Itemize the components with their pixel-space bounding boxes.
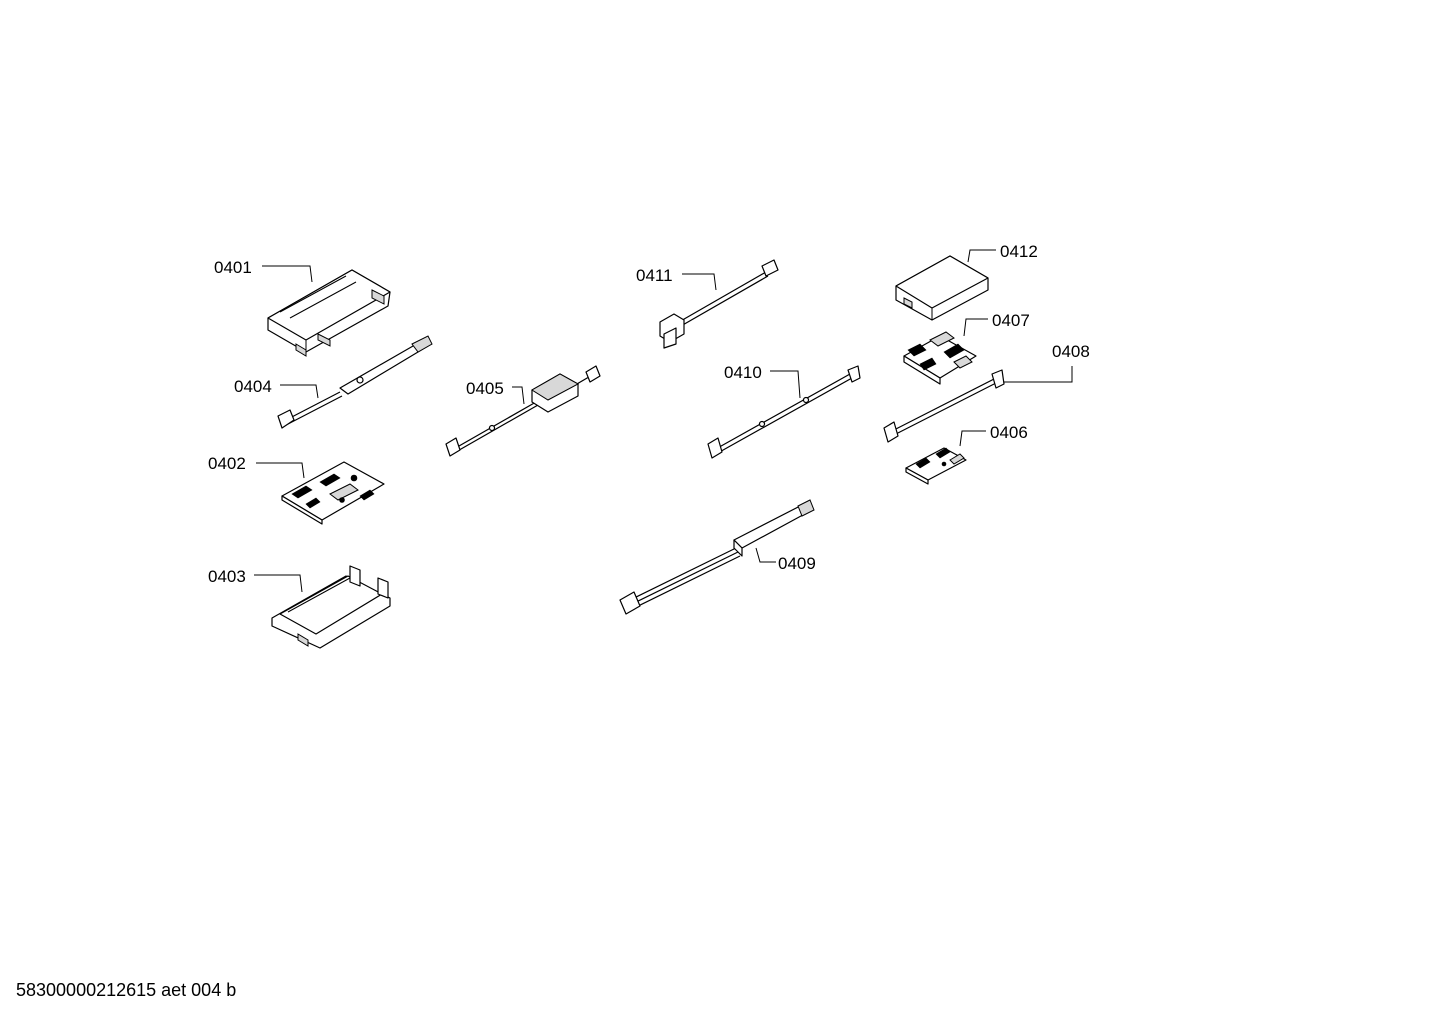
part-0401[interactable]: 0401 (214, 258, 391, 357)
label-0409: 0409 (778, 554, 816, 573)
part-0409-drawing (619, 499, 815, 615)
part-0412[interactable]: 0412 (895, 242, 1038, 321)
leader-0409 (755, 547, 776, 563)
part-0403-drawing (271, 565, 391, 649)
label-0412: 0412 (1000, 242, 1038, 261)
part-0405[interactable]: 0405 (445, 365, 601, 457)
part-0411[interactable]: 0411 (636, 259, 779, 349)
label-0407: 0407 (992, 311, 1030, 330)
leader-0411 (682, 273, 717, 291)
leader-0408 (1002, 366, 1073, 383)
leader-0406 (959, 430, 986, 447)
leader-0410 (770, 370, 801, 399)
label-0402: 0402 (208, 454, 246, 473)
part-0403[interactable]: 0403 (208, 565, 391, 649)
leader-0403 (254, 574, 303, 593)
part-0405-drawing (445, 365, 601, 457)
part-0407[interactable]: 0407 (903, 311, 1030, 385)
part-0401-drawing (267, 269, 391, 357)
leader-0402 (256, 462, 305, 479)
label-0410: 0410 (724, 363, 762, 382)
part-0404[interactable]: 0404 (234, 335, 433, 429)
part-0410[interactable]: 0410 (707, 363, 861, 459)
drawing-reference-number: 58300000212615 aet 004 b (16, 980, 237, 1000)
label-0403: 0403 (208, 567, 246, 586)
label-0406: 0406 (990, 423, 1028, 442)
part-0412-drawing (895, 255, 989, 321)
part-0404-drawing (277, 335, 433, 429)
part-0411-drawing (659, 259, 779, 349)
part-0402-drawing (281, 461, 385, 525)
part-0407-drawing (903, 331, 977, 385)
label-0401: 0401 (214, 258, 252, 277)
part-0406-drawing (905, 447, 967, 485)
leader-0407 (963, 318, 988, 337)
part-0409[interactable]: 0409 (619, 499, 816, 615)
leader-0404 (280, 384, 319, 399)
label-0405: 0405 (466, 379, 504, 398)
part-0408[interactable]: 0408 (883, 342, 1090, 443)
part-0406[interactable]: 0406 (905, 423, 1028, 485)
label-0404: 0404 (234, 377, 272, 396)
leader-0412 (967, 249, 996, 263)
part-0410-drawing (707, 365, 861, 459)
leader-0405 (512, 386, 525, 405)
leader-0401 (262, 265, 313, 283)
label-0411: 0411 (636, 266, 673, 285)
part-0408-drawing (883, 369, 1005, 443)
part-0402[interactable]: 0402 (208, 454, 385, 525)
label-0408: 0408 (1052, 342, 1090, 361)
